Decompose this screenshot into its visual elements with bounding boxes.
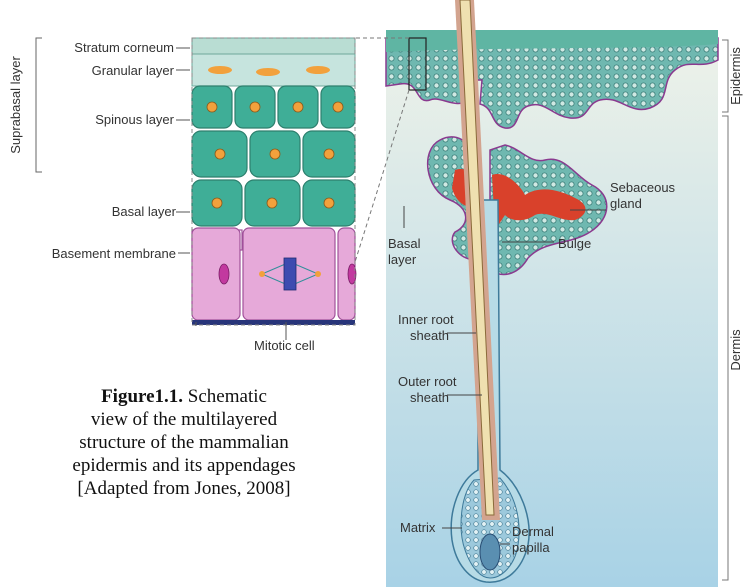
caption-line1: Figure1.1. Schematic: [0, 385, 368, 408]
basal-layer: [192, 228, 355, 320]
outer-root-label-line1: Outer root: [398, 374, 457, 389]
basal-nucleus: [219, 264, 229, 284]
caption-line5: [Adapted from Jones, 2008]: [0, 477, 368, 500]
inner-root-label-line1: Inner root: [398, 312, 454, 327]
sebaceous-label-line1: Sebaceous: [610, 180, 676, 195]
basement-membrane-band: [192, 320, 355, 325]
caption-line1-text: Schematic: [188, 386, 267, 407]
stratum-corneum-band: [192, 38, 355, 54]
dermal-papilla: [480, 534, 500, 570]
dermis-region-label: Dermis: [728, 329, 743, 371]
inner-root-label-line2: sheath: [410, 328, 449, 343]
granular-nucleus: [208, 66, 232, 74]
suprabasal-label: Suprabasal layer: [8, 56, 23, 154]
dermal-papilla-label-line1: Dermal: [512, 524, 554, 539]
bulge-label: Bulge: [558, 236, 591, 251]
matrix-label: Matrix: [400, 520, 436, 535]
basal-layer-label: Basal layer: [112, 204, 177, 219]
spinous-layer-label: Spinous layer: [95, 112, 174, 127]
caption-line2: view of the multilayered: [0, 408, 368, 431]
follicle-panel: [355, 0, 718, 587]
figure-caption: Figure1.1. Schematic view of the multila…: [0, 385, 368, 500]
epidermis-inset: [192, 38, 356, 325]
granular-nucleus: [256, 68, 280, 76]
epidermis-region-label: Epidermis: [728, 47, 743, 105]
basement-membrane-label: Basement membrane: [52, 246, 176, 261]
region-brackets: [722, 40, 728, 580]
granular-layer-label: Granular layer: [92, 63, 175, 78]
basal-layer-label-line2: layer: [388, 252, 417, 267]
outer-root-label-line2: sheath: [410, 390, 449, 405]
caption-line3: structure of the mammalian: [0, 431, 368, 454]
sebaceous-label-line2: gland: [610, 196, 642, 211]
caption-line4: epidermis and its appendages: [0, 454, 368, 477]
stratum-corneum-label: Stratum corneum: [74, 40, 174, 55]
mitotic-cell-label: Mitotic cell: [254, 338, 315, 353]
dermal-papilla-label-line2: papilla: [512, 540, 550, 555]
suprabasal-bracket: [36, 38, 42, 172]
figure-label: Figure1.1.: [101, 386, 183, 407]
basal-layer-label-line1: Basal: [388, 236, 421, 251]
granular-nucleus: [306, 66, 330, 74]
